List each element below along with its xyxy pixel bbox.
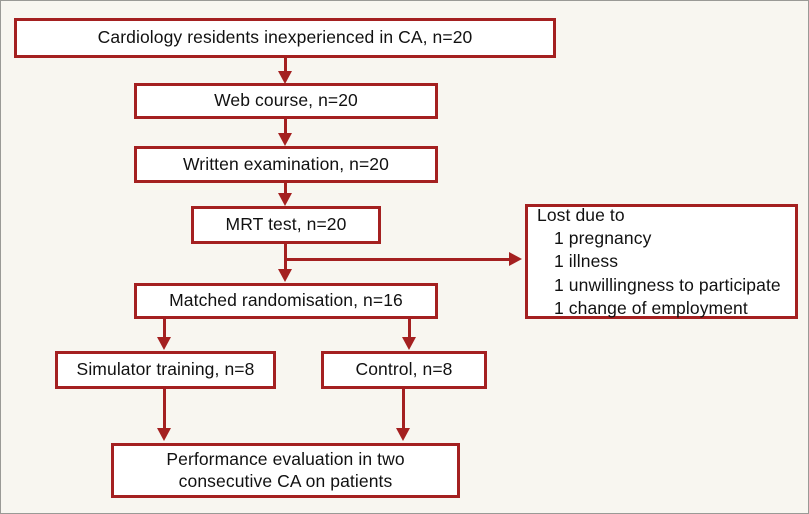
node-web-course-label: Web course, n=20 <box>214 90 358 111</box>
losses-item-unwillingness: 1 unwillingness to participate <box>554 274 781 295</box>
arrowhead-randomisation-to-simulator <box>157 337 171 350</box>
connector-control-to-evaluation <box>402 389 405 431</box>
node-control-label: Control, n=8 <box>355 359 453 380</box>
arrowhead-written-exam-to-mrt-test <box>278 193 292 206</box>
losses-item-illness: 1 illness <box>554 251 619 272</box>
arrowhead-randomisation-to-control <box>402 337 416 350</box>
connector-randomisation-to-control <box>408 319 411 339</box>
connector-cohort-to-web-course <box>284 58 287 75</box>
node-written-exam: Written examination, n=20 <box>134 146 438 183</box>
connector-mrt-test-to-losses <box>284 258 512 261</box>
losses-heading: Lost due to <box>537 204 625 225</box>
connector-simulator-to-evaluation <box>163 389 166 431</box>
node-losses: Lost due to 1 pregnancy 1 illness 1 unwi… <box>525 204 798 319</box>
node-simulator-training: Simulator training, n=8 <box>55 351 276 389</box>
node-web-course: Web course, n=20 <box>134 83 438 119</box>
arrowhead-mrt-test-to-randomisation <box>278 269 292 282</box>
node-mrt-test: MRT test, n=20 <box>191 206 381 244</box>
arrowhead-cohort-to-web-course <box>278 71 292 84</box>
node-evaluation: Performance evaluation in two consecutiv… <box>111 443 460 498</box>
arrowhead-control-to-evaluation <box>396 428 410 441</box>
node-control: Control, n=8 <box>321 351 487 389</box>
node-cohort-label: Cardiology residents inexperienced in CA… <box>97 27 473 48</box>
arrowhead-simulator-to-evaluation <box>157 428 171 441</box>
losses-list: Lost due to 1 pregnancy 1 illness 1 unwi… <box>537 201 795 322</box>
connector-written-exam-to-mrt-test <box>284 183 287 196</box>
connector-randomisation-to-simulator <box>163 319 166 339</box>
losses-item-pregnancy: 1 pregnancy <box>554 228 652 249</box>
node-evaluation-label: Performance evaluation in two consecutiv… <box>166 449 405 491</box>
arrowhead-web-course-to-written-exam <box>278 133 292 146</box>
losses-item-employment-change: 1 change of employment <box>554 297 748 318</box>
node-cohort: Cardiology residents inexperienced in CA… <box>14 18 556 58</box>
arrowhead-mrt-test-to-losses <box>509 252 522 266</box>
node-simulator-training-label: Simulator training, n=8 <box>76 359 255 380</box>
node-randomisation: Matched randomisation, n=16 <box>134 283 438 319</box>
node-written-exam-label: Written examination, n=20 <box>183 153 389 174</box>
node-randomisation-label: Matched randomisation, n=16 <box>169 290 403 311</box>
node-mrt-test-label: MRT test, n=20 <box>225 214 347 235</box>
connector-web-course-to-written-exam <box>284 119 287 135</box>
